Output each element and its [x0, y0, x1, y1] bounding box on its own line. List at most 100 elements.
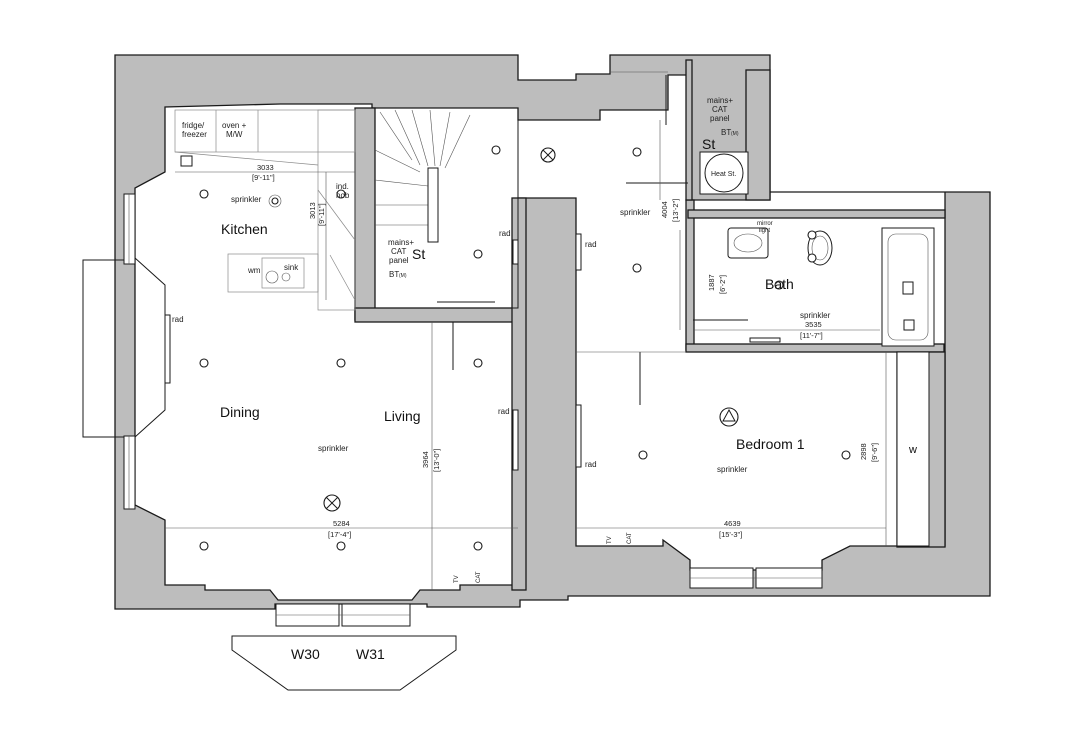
dim-kitchen-width: 3033 [257, 163, 274, 172]
panel-left-3: panel [389, 256, 409, 265]
corner-box [180, 155, 193, 167]
light [473, 358, 483, 368]
dim-bedroom-depth: 2898 [859, 443, 868, 460]
outer-wall [114, 54, 991, 610]
room-label-bedroom: Bedroom 1 [736, 436, 805, 452]
sprinkler-bedroom: sprinkler [717, 465, 748, 474]
radiator [512, 409, 519, 471]
dim-bedroom-width: 4639 [724, 519, 741, 528]
dim-living-depth-imp: [13'-0"] [432, 449, 441, 472]
dim-kitchen-depth-imp: [9'-11"] [317, 203, 326, 226]
dim-living-width-imp: [17'-4"] [328, 530, 351, 539]
dim-bedroom-depth-imp: [9'-6"] [870, 443, 879, 462]
stair-partition-left [354, 107, 376, 321]
windows [123, 193, 823, 627]
light [473, 249, 483, 259]
dim-hall-depth-imp: [13'-2"] [671, 199, 680, 222]
dim-bedroom-width-imp: [15'-3"] [719, 530, 742, 539]
radiators [164, 233, 582, 471]
dim-bath-width-imp: [11'-7"] [800, 331, 823, 340]
sprinkler-bath: sprinkler [800, 311, 831, 320]
light [491, 145, 501, 155]
cat-bedroom: CAT [627, 532, 633, 544]
light [336, 541, 346, 551]
fridge-label-2: freezer [182, 130, 207, 139]
room-label-living: Living [384, 408, 421, 424]
bath-top-wall [687, 209, 946, 219]
heat-store-label: Heat St. [711, 171, 736, 178]
shower-tray [749, 337, 781, 343]
store-right-wall-a [685, 59, 693, 201]
room-label-wardrobe: w [908, 444, 917, 456]
bt-right: BT [721, 128, 731, 137]
oven-label-1: oven + [222, 121, 247, 130]
light [199, 189, 209, 199]
sink-label: sink [284, 263, 299, 272]
doors [431, 71, 887, 590]
rad-dining: rad [172, 315, 184, 324]
rad-hall: rad [585, 240, 597, 249]
bath-bottom-wall [685, 343, 945, 353]
radiator [164, 314, 171, 384]
window-label-w30: W30 [291, 646, 320, 662]
radiator [575, 404, 582, 468]
light [336, 189, 346, 199]
cat-living: CAT [476, 571, 482, 583]
panel-left-1: mains+ [388, 238, 414, 247]
light [632, 147, 642, 157]
rad-living: rad [498, 407, 510, 416]
wardrobe-inner [896, 351, 930, 547]
dim-kitchen-depth: 3013 [308, 202, 317, 219]
dim-living-width: 5284 [333, 519, 350, 528]
panel-left-2: CAT [391, 247, 407, 256]
rad-living-top: rad [499, 229, 511, 238]
kitchen-units [174, 109, 356, 311]
dim-bath-width: 3535 [805, 320, 822, 329]
room-label-bath: Bath [765, 276, 794, 292]
window-left-lower [123, 435, 136, 510]
store-right-inner [745, 69, 771, 201]
bottom-bay-outline [231, 635, 457, 691]
bt-left-sub: (M) [399, 273, 407, 279]
bath-left-wall [685, 199, 695, 351]
stair-partition-bottom [354, 307, 521, 323]
smoke-alarm [719, 407, 739, 427]
tv-bedroom: TV [607, 536, 613, 544]
sprinkler-hall: sprinkler [620, 208, 651, 217]
walls [114, 54, 991, 610]
oven-label-2: M/W [226, 130, 243, 139]
staircase [374, 107, 519, 309]
mirror-label-1: mirror [757, 221, 773, 227]
pendant-light [323, 494, 341, 512]
light [632, 263, 642, 273]
mirror-label-2: light [759, 228, 770, 234]
wm-label: wm [247, 266, 261, 275]
hob-label-2: hob [336, 191, 350, 200]
radiator [512, 239, 519, 265]
dimension-lines [165, 120, 886, 529]
light [199, 541, 209, 551]
dim-living-depth: 3964 [421, 451, 430, 468]
rad-bedroom: rad [585, 460, 597, 469]
room-label-dining: Dining [220, 404, 260, 420]
bt-right-sub: (M) [731, 131, 739, 137]
panel-right-2: CAT [712, 105, 728, 114]
light [336, 358, 346, 368]
basin [727, 227, 769, 259]
window-label-w31: W31 [356, 646, 385, 662]
sprinkler-kitchen: sprinkler [231, 195, 262, 204]
tv-living: TV [454, 575, 460, 583]
left-bay-outline [82, 259, 135, 438]
living-hall-wall [511, 197, 527, 591]
light [473, 541, 483, 551]
radiator [575, 233, 582, 271]
ceiling-lights [199, 145, 851, 551]
light [638, 450, 648, 460]
dim-bath-depth: 1887 [707, 274, 716, 291]
sprinkler-living: sprinkler [318, 444, 349, 453]
left-bay-inner [134, 257, 166, 438]
bath-fixtures [699, 151, 935, 347]
light [199, 358, 209, 368]
panel-right-1: mains+ [707, 96, 733, 105]
